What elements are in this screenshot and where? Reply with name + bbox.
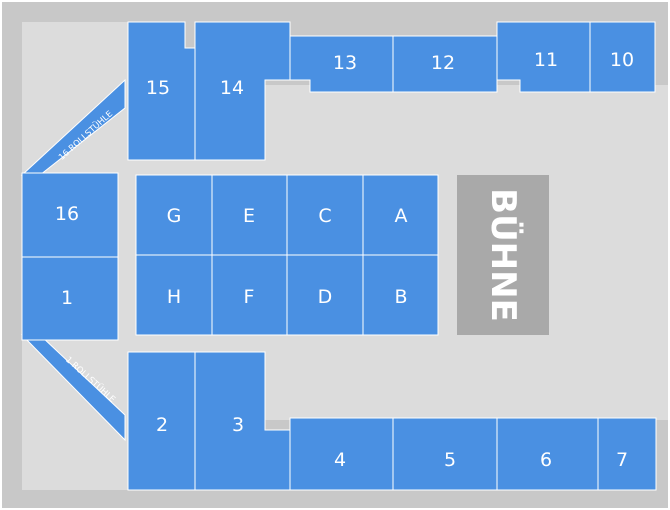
floor-d-label: D (318, 286, 333, 308)
section-14[interactable]: 14 (194, 21, 291, 161)
floor-block-c[interactable]: C (286, 174, 364, 256)
stage-label: BÜHNE (483, 188, 524, 322)
floor-block-h[interactable]: H (135, 254, 213, 336)
section-4[interactable]: 4 (289, 417, 394, 491)
section-12[interactable]: 12 (392, 35, 498, 93)
section-10-label: 10 (610, 49, 634, 71)
floor-a-label: A (395, 205, 408, 227)
floor-block-g[interactable]: G (135, 174, 213, 256)
section-12-label: 12 (431, 52, 455, 74)
section-11-label: 11 (534, 49, 558, 71)
floor-b-label: B (394, 286, 407, 308)
section-13-label: 13 (333, 52, 357, 74)
section-6-label: 6 (540, 449, 552, 471)
floor-e-label: E (243, 205, 255, 227)
floor-block-b[interactable]: B (362, 254, 439, 336)
floor-block-f[interactable]: F (211, 254, 288, 336)
floor-g-label: G (167, 205, 182, 227)
section-1-label: 1 (61, 287, 73, 309)
section-10[interactable]: 10 (589, 21, 656, 93)
section-7-label: 7 (616, 449, 628, 471)
section-1[interactable]: 1 (21, 256, 119, 341)
floor-c-label: C (318, 205, 331, 227)
section-2[interactable]: 2 (127, 351, 196, 491)
section-5[interactable]: 5 (392, 417, 498, 491)
section-2-label: 2 (156, 414, 168, 436)
section-6[interactable]: 6 (496, 417, 599, 491)
section-4-label: 4 (334, 449, 346, 471)
stage: BÜHNE (457, 175, 549, 335)
floor-block-a[interactable]: A (362, 174, 439, 256)
section-14-label: 14 (220, 77, 244, 99)
section-3-label: 3 (232, 414, 244, 436)
floor-block-d[interactable]: D (286, 254, 364, 336)
section-15[interactable]: 15 (127, 21, 196, 161)
section-15-label: 15 (146, 77, 170, 99)
section-7[interactable]: 7 (597, 417, 657, 491)
floor-f-label: F (244, 286, 255, 308)
section-16-label: 16 (55, 203, 79, 225)
section-16[interactable]: 16 (21, 172, 119, 258)
floor-h-label: H (167, 286, 181, 308)
floor-block-e[interactable]: E (211, 174, 288, 256)
section-5-label: 5 (444, 449, 456, 471)
section-11[interactable]: 11 (496, 21, 591, 93)
